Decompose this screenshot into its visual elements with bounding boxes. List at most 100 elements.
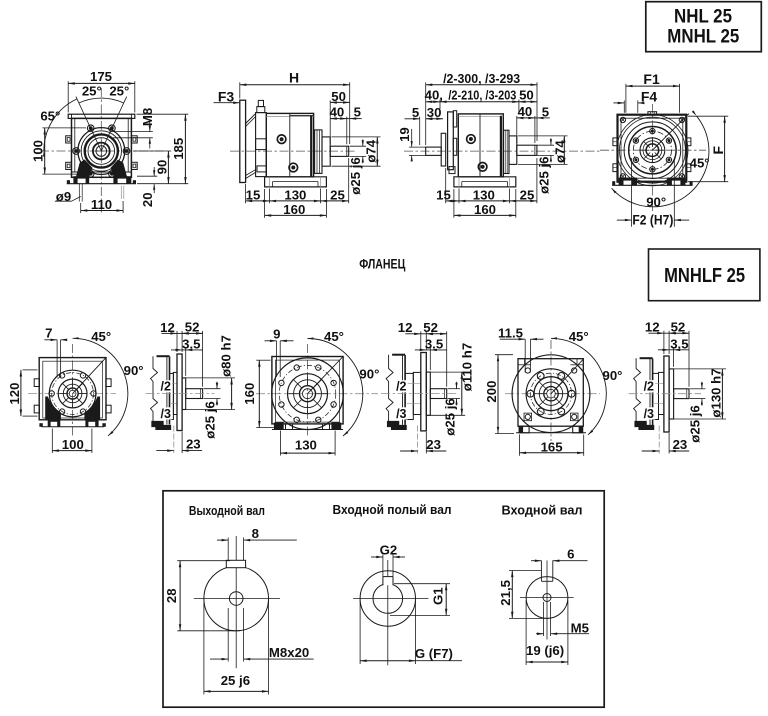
svg-text:F2 (H7): F2 (H7) [632,213,673,228]
svg-text:/2-300, /3-293: /2-300, /3-293 [443,71,520,86]
svg-text:19 (j6): 19 (j6) [526,643,564,658]
svg-text:160: 160 [283,202,305,217]
svg-text:M5: M5 [571,621,589,636]
svg-text:23: 23 [426,437,441,452]
svg-text:H: H [289,70,299,86]
svg-text:Входной вал: Входной вал [502,504,583,518]
svg-text:45°: 45° [91,329,111,344]
svg-text:ø130 h7: ø130 h7 [709,368,724,417]
svg-text:25: 25 [520,187,535,202]
svg-text:ø25 j6: ø25 j6 [203,401,218,438]
svg-text:/3: /3 [396,407,406,421]
svg-text:90°: 90° [124,363,144,378]
svg-text:23: 23 [186,437,201,452]
svg-text:52: 52 [185,320,200,335]
svg-text:50: 50 [331,89,346,104]
svg-text:25 j6: 25 j6 [221,673,250,688]
svg-text:25°: 25° [82,84,102,99]
svg-text:100: 100 [62,437,84,452]
svg-text:MNHLF 25: MNHLF 25 [664,265,745,287]
svg-text:23: 23 [673,437,688,452]
svg-text:28: 28 [164,588,179,603]
svg-text:110: 110 [91,197,112,212]
svg-text:90: 90 [155,160,170,175]
svg-text:/2: /2 [644,380,654,394]
svg-text:6: 6 [567,547,574,562]
svg-text:50: 50 [519,87,534,102]
svg-text:ø80 h7: ø80 h7 [219,335,234,377]
svg-text:G (F7): G (F7) [415,646,453,661]
svg-text:12: 12 [398,320,413,335]
svg-text:185: 185 [171,138,186,160]
svg-text:160: 160 [474,202,496,217]
svg-text:F1: F1 [643,71,660,87]
svg-text:5: 5 [412,105,419,120]
svg-text:ø25 j6: ø25 j6 [348,157,363,194]
svg-text:F3: F3 [218,88,235,104]
svg-text:3.5: 3.5 [425,336,443,351]
svg-text:45°: 45° [690,155,710,170]
svg-text:52: 52 [423,320,438,335]
svg-text:Выходной вал: Выходной вал [189,504,265,518]
svg-text:ø74: ø74 [553,140,568,163]
svg-text:12: 12 [645,320,660,335]
svg-text:25°: 25° [109,84,129,99]
svg-text:45°: 45° [324,329,344,344]
svg-text:/2: /2 [160,380,170,394]
svg-text:5: 5 [542,105,549,120]
svg-text:/2-210, /3-203: /2-210, /3-203 [448,88,516,103]
svg-text:G2: G2 [380,543,398,558]
svg-text:ø74: ø74 [364,139,379,162]
svg-text:200: 200 [484,381,499,403]
svg-text:MNHL 25: MNHL 25 [667,27,739,48]
svg-text:F: F [710,145,726,154]
svg-text:130: 130 [284,187,306,202]
svg-text:G1: G1 [431,587,446,605]
svg-text:M8: M8 [140,108,155,126]
svg-text:52: 52 [671,319,686,334]
svg-text:25: 25 [330,187,345,202]
svg-text:21,5: 21,5 [498,580,513,606]
svg-text:165: 165 [541,440,563,455]
svg-text:120: 120 [7,383,22,405]
svg-text:12: 12 [160,320,175,335]
svg-text:19: 19 [397,127,412,142]
svg-text:/2: /2 [396,380,406,394]
svg-text:65°: 65° [40,109,60,124]
svg-text:15: 15 [246,187,261,202]
svg-text:3.5: 3.5 [670,336,688,351]
svg-text:7: 7 [45,326,52,341]
svg-text:NHL 25: NHL 25 [674,7,732,28]
svg-text:45°: 45° [569,329,589,344]
svg-text:40: 40 [330,105,345,120]
svg-text:11.5: 11.5 [498,325,523,340]
svg-text:Входной полый вал: Входной полый вал [333,503,452,517]
svg-text:90°: 90° [646,195,666,210]
svg-text:3.5: 3.5 [182,336,200,351]
svg-text:ø110 h7: ø110 h7 [460,343,475,391]
svg-text:90°: 90° [359,367,379,382]
svg-text:90°: 90° [603,368,623,383]
svg-text:/3: /3 [644,407,654,421]
svg-text:/3: /3 [160,407,170,421]
svg-text:100: 100 [30,140,45,162]
svg-text:5: 5 [354,105,361,120]
svg-text:30: 30 [427,105,442,120]
svg-text:ø25 j6: ø25 j6 [443,398,458,435]
svg-text:8: 8 [252,526,259,541]
svg-text:ФЛАНЕЦ: ФЛАНЕЦ [359,256,405,271]
svg-text:15: 15 [436,187,451,202]
svg-text:130: 130 [473,187,495,202]
svg-text:ø25 j6: ø25 j6 [688,405,703,442]
svg-text:ø9: ø9 [56,189,71,204]
svg-text:40,: 40, [425,87,443,102]
svg-text:40: 40 [518,104,533,119]
svg-text:ø25 j6: ø25 j6 [536,157,551,194]
svg-text:9: 9 [273,327,280,342]
svg-text:F4: F4 [641,88,658,104]
svg-text:175: 175 [90,69,112,84]
svg-text:160: 160 [242,383,257,405]
svg-text:20: 20 [140,192,155,207]
svg-text:M8x20: M8x20 [269,645,309,660]
svg-text:130: 130 [295,438,317,453]
